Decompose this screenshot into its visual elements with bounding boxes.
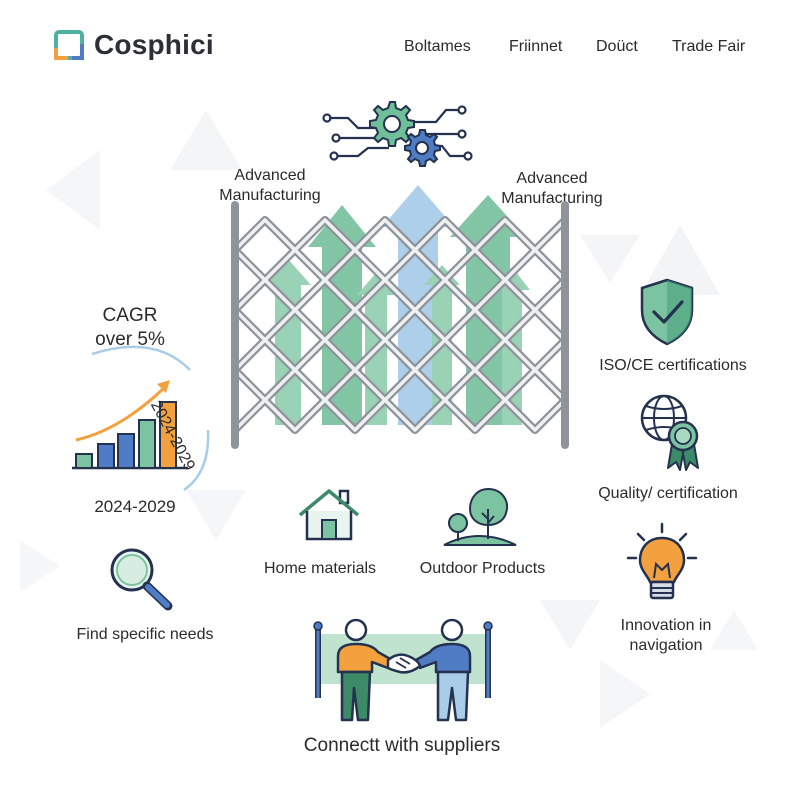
nav-item-doüct[interactable]: Doüct: [596, 38, 638, 55]
chart-bars: [75, 401, 177, 469]
bg-triangle: [170, 110, 242, 170]
innovation-navigation-label: Innovation in navigation: [620, 617, 712, 654]
outdoor-trees-icon: [443, 487, 517, 546]
iso-ce-certifications-label: ISO/CE certifications: [599, 357, 747, 374]
nav-item-friinnet[interactable]: Friinnet: [509, 38, 563, 55]
lightbulb-icon: [626, 522, 698, 600]
label-advanced-manufacturing-right: Advanced Manufacturing: [501, 170, 603, 207]
bg-triangle: [580, 235, 640, 283]
brand-logo[interactable]: Cosphici: [54, 29, 214, 61]
label-advanced-manufacturing-left: Advanced Manufacturing: [219, 167, 321, 204]
find-needs-label: Find specific needs: [76, 626, 214, 643]
bg-triangle: [600, 660, 650, 728]
nav-item-trade-fair[interactable]: Trade Fair: [672, 38, 746, 55]
growth-bar-chart-icon: [72, 345, 210, 492]
brand-name: Cosphici: [94, 29, 214, 60]
chain-link-mesh-illustration: [231, 185, 569, 449]
home-materials-label: Home materials: [263, 560, 377, 577]
house-icon: [298, 489, 360, 541]
bg-triangle: [20, 540, 60, 592]
logo-icon: [54, 30, 84, 60]
bg-triangle: [186, 490, 246, 540]
bg-triangle: [540, 600, 600, 650]
nav-item-boltames[interactable]: Boltames: [404, 38, 471, 55]
globe-award-icon: [640, 394, 699, 471]
period-label: 2024-2029: [94, 497, 176, 516]
gears-circuit-icon: [322, 101, 473, 167]
bg-triangle: [46, 150, 100, 230]
magnifier-icon: [110, 548, 173, 611]
connect-suppliers-label: Connectt with suppliers: [303, 735, 501, 756]
quality-certification-label: Quality/ certification: [598, 485, 738, 502]
cagr-label: CAGR over 5%: [95, 305, 165, 350]
shield-check-icon: [640, 278, 694, 346]
outdoor-products-label: Outdoor Products: [419, 560, 546, 577]
chain-link-mesh: [231, 201, 569, 449]
bg-triangle: [710, 610, 758, 650]
handshake-suppliers-icon: [313, 618, 493, 722]
